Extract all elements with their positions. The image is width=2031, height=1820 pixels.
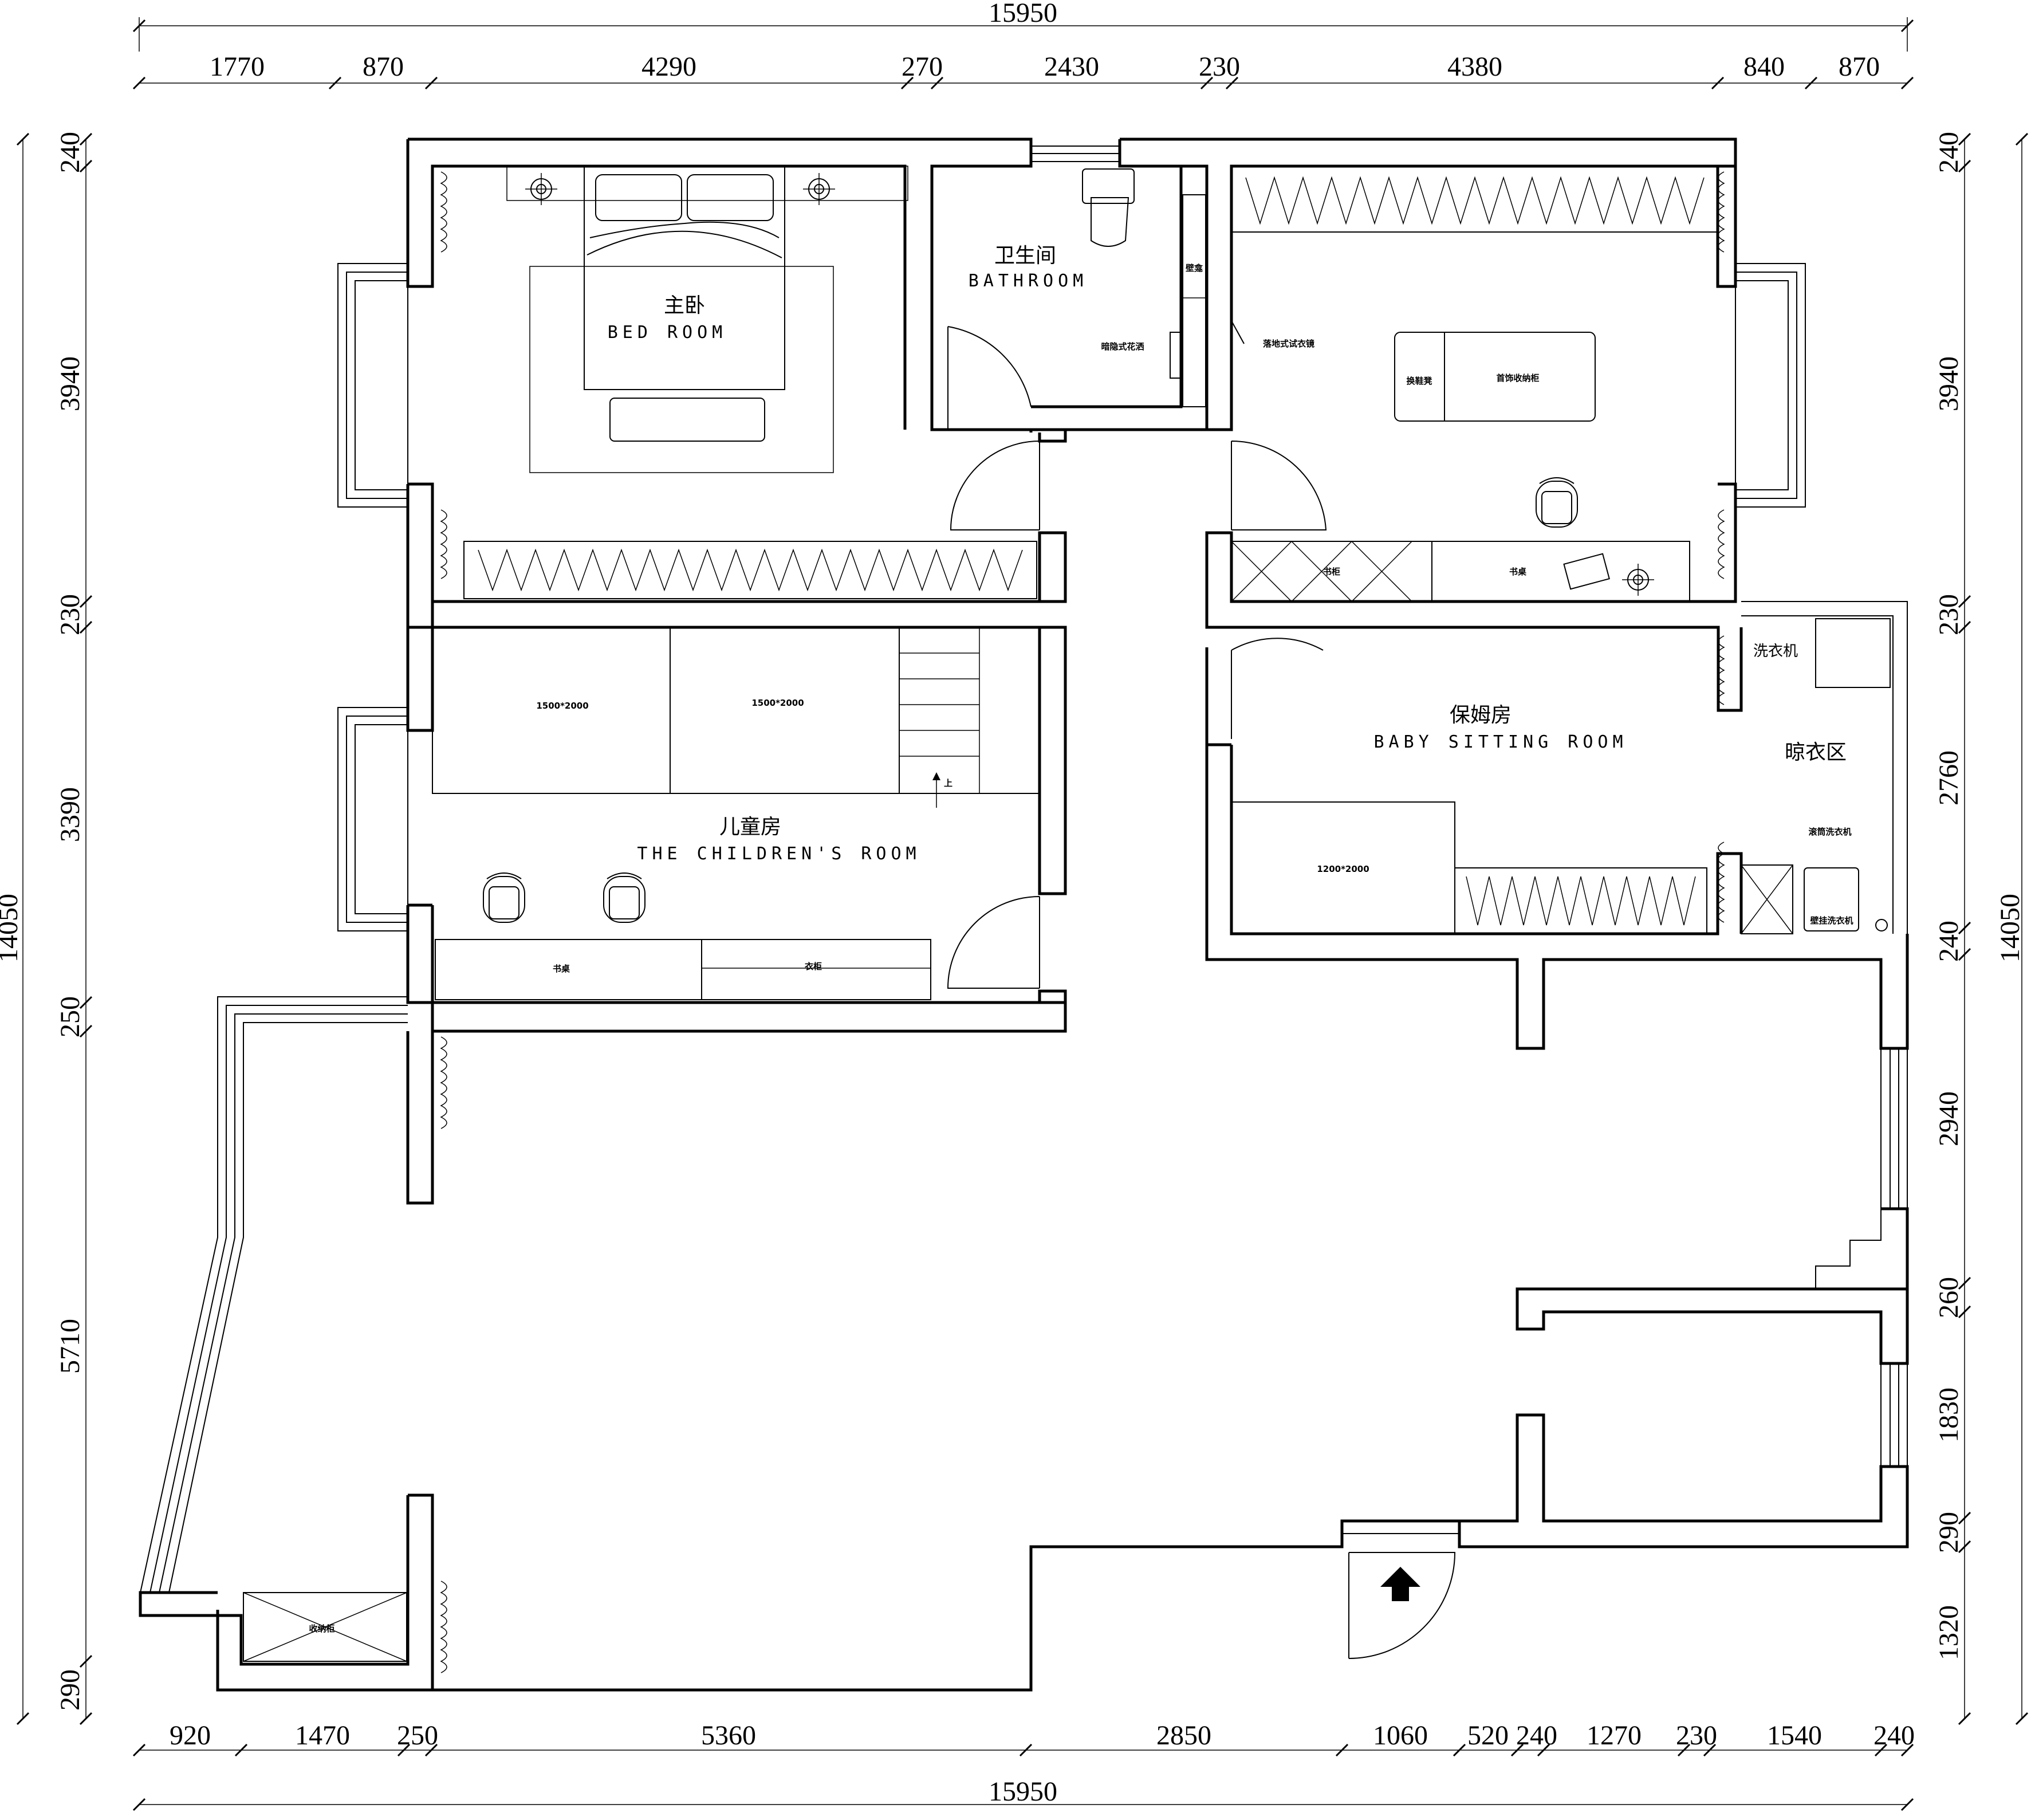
top-dim-1: 1770 [210,52,265,82]
desk-bookcase-right [1231,541,1690,602]
washer [1815,618,1891,688]
bed1-label: 1500*2000 [536,701,588,711]
left-dim-1: 240 [55,132,85,173]
children-label-en: THE CHILDREN'S ROOM [637,844,920,864]
bath-label-cn: 卫生间 [994,244,1056,268]
drying-label: 晾衣区 [1785,741,1847,764]
child-bed-2 [670,627,900,794]
top-total-label: 15950 [989,0,1057,28]
left-total-label: 14050 [0,894,23,962]
windows [140,146,1908,1593]
doors [947,326,1459,1659]
bottom-dim-12: 240 [1873,1720,1915,1751]
laundry-sink [1741,864,1793,934]
desk1-label: 书桌 [553,964,570,974]
rug [529,266,834,473]
wardrobe-master [463,541,1037,599]
children-label-cn: 儿童房 [719,815,781,839]
nanny-label-en: BABY SITTING ROOM [1373,732,1627,752]
bath-label-en: BATHROOM [969,271,1088,291]
bottom-dim-8: 240 [1516,1720,1557,1751]
left-dim-3: 230 [55,594,85,635]
top-dim-9: 870 [1839,52,1880,82]
left-dim-6: 5710 [55,1319,85,1374]
master-label-en: BED ROOM [608,323,727,343]
bottom-dim-4: 5360 [701,1720,756,1751]
top-dim-6: 230 [1199,52,1240,82]
left-dim-5: 250 [55,996,85,1037]
entrance-arrow-icon [1380,1567,1420,1601]
furniture-labels: 1500*2000 1500*2000 1200*2000 上 书桌 衣柜 书柜… [309,263,1853,1634]
drum-washer-label: 滚筒洗衣机 [1808,827,1851,837]
jewelry-label: 首饰收纳柜 [1496,373,1539,383]
shower-label: 暗隐式花洒 [1101,341,1144,352]
left-dim-4: 3390 [55,787,85,842]
bottom-dim-6: 1060 [1373,1720,1428,1751]
toilet [1091,197,1129,247]
top-dim-8: 840 [1743,52,1785,82]
master-bed [584,166,785,390]
right-dim-2: 3940 [1934,356,1964,411]
niche [1182,194,1206,407]
wardrobe-right [1231,166,1719,233]
storage-cabinet [243,1592,407,1662]
niche-label: 壁龛 [1186,263,1203,273]
washer-label: 洗衣机 [1753,643,1798,660]
wardrobe-nanny [1454,867,1707,934]
bottom-dim-1: 920 [170,1720,211,1751]
room-labels: 主卧 BED ROOM 卫生间 BATHROOM 儿童房 THE CHILDRE… [608,244,1847,864]
right-dim-6: 2940 [1934,1091,1964,1146]
furniture [243,166,1891,1673]
mirror-label: 落地式试衣镜 [1263,339,1314,349]
top-dim-7: 4380 [1447,52,1502,82]
desk2-label: 书桌 [1509,567,1527,577]
bed2-label: 1500*2000 [751,698,804,708]
wall-washer [1804,867,1859,931]
right-total-label: 14050 [1995,894,2025,962]
right-dim-5: 240 [1934,921,1964,962]
right-dim-7: 260 [1934,1277,1964,1318]
top-dim-4: 270 [902,52,943,82]
bottom-dim-7: 520 [1467,1720,1509,1751]
bench [609,398,765,442]
shower [1170,332,1182,379]
left-dim-7: 290 [55,1669,85,1711]
bottom-dim-2: 1470 [295,1720,350,1751]
desk-wardrobe-child [435,939,931,1000]
wall-washer-label: 壁挂洗衣机 [1810,915,1853,926]
dressing-island [1394,332,1596,422]
walls [139,137,1909,1692]
bed3-label: 1200*2000 [1317,864,1369,874]
bottom-total-label: 15950 [989,1776,1057,1807]
stairs [899,627,1040,794]
bottom-dim-11: 1540 [1767,1720,1822,1751]
bottom-dim-10: 230 [1676,1720,1717,1751]
bottom-dim-3: 250 [397,1720,438,1751]
nanny-label-cn: 保姆房 [1450,703,1512,727]
storage-label: 收纳柜 [309,1624,334,1634]
left-dim-2: 3940 [55,356,85,411]
bookcase-label: 书柜 [1323,567,1340,577]
dimension-lines [16,17,2029,1811]
right-dim-9: 290 [1934,1512,1964,1553]
right-dim-1: 240 [1934,132,1964,173]
shoe-bench-label: 换鞋凳 [1406,376,1432,386]
right-dim-4: 2760 [1934,750,1964,805]
top-dim-5: 2430 [1044,52,1099,82]
wardrobe1-label: 衣柜 [805,961,822,972]
right-dim-10: 1320 [1934,1605,1964,1660]
stairs-label: 上 [944,778,952,788]
bottom-dim-9: 1270 [1587,1720,1642,1751]
right-dim-8: 1830 [1934,1387,1964,1442]
master-label-cn: 主卧 [664,294,705,317]
bottom-dim-5: 2850 [1156,1720,1211,1751]
top-dim-3: 4290 [641,52,696,82]
top-dim-2: 870 [363,52,404,82]
right-dim-3: 230 [1934,594,1964,635]
